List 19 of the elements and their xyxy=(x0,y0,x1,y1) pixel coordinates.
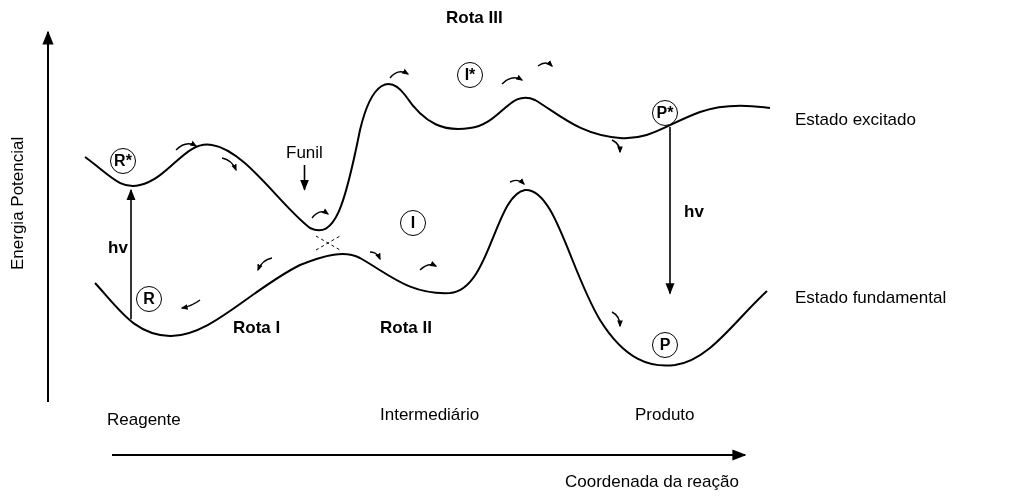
arrow xyxy=(300,164,309,191)
energy-curve xyxy=(84,83,771,232)
stage-label: Intermediário xyxy=(380,405,480,425)
edge-label: hv xyxy=(684,202,704,222)
stage-label: Reagente xyxy=(107,410,181,430)
state-label: Estado fundamental xyxy=(795,288,947,308)
edge-label: hv xyxy=(108,238,128,258)
route-label: Rota I xyxy=(233,318,281,338)
state-label: Estado excitado xyxy=(795,110,916,130)
circled-label: I* xyxy=(457,62,483,88)
axis-title: Coordenada da reação xyxy=(565,472,739,492)
energy-curve xyxy=(94,189,768,367)
funnel-label: Funil xyxy=(286,143,323,163)
arrow xyxy=(665,126,675,295)
route-label: Rota III xyxy=(446,8,503,28)
stage-label: Produto xyxy=(635,405,695,425)
arrow xyxy=(126,188,136,320)
route-label: Rota II xyxy=(380,318,432,338)
axis-title: Energia Potencial xyxy=(8,136,28,270)
